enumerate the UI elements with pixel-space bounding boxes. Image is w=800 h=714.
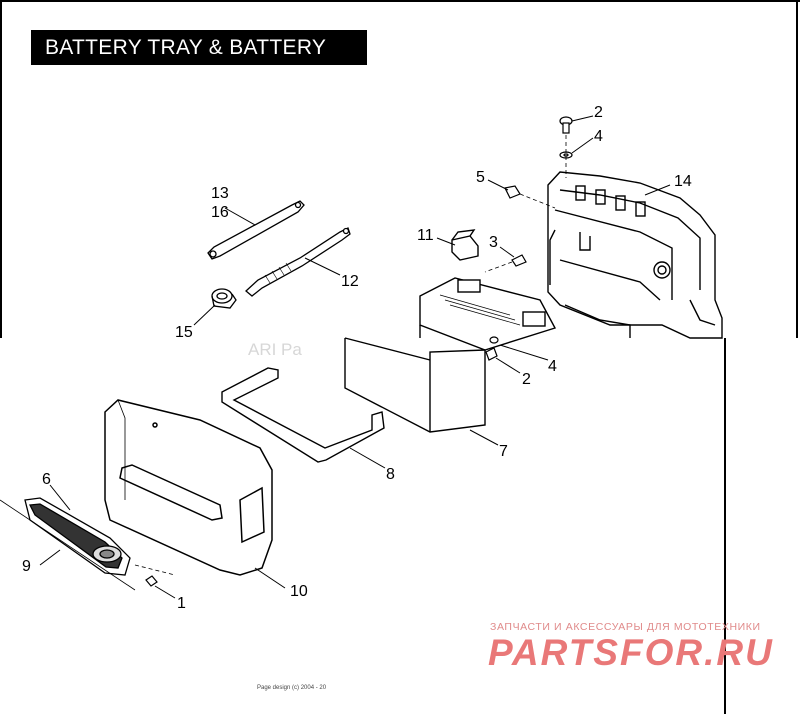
callout-16: 16	[211, 204, 229, 221]
cover-medallion[interactable]	[24, 497, 131, 576]
watermark-subtitle: ЗАПЧАСТИ И АКСЕССУАРЫ ДЛЯ МОТОТЕХНИКИ	[490, 621, 761, 633]
side-cover[interactable]	[104, 399, 273, 576]
battery-strap[interactable]	[221, 367, 385, 463]
callout-2-lower: 2	[522, 371, 531, 388]
terminal-bolt[interactable]	[511, 254, 527, 267]
callout-1: 1	[177, 595, 186, 612]
callout-14: 14	[674, 173, 692, 190]
fitting[interactable]	[504, 185, 521, 199]
callout-10: 10	[290, 583, 308, 600]
callout-13: 13	[211, 185, 229, 202]
callout-9: 9	[22, 558, 31, 575]
callout-7: 7	[499, 443, 508, 460]
screw-top[interactable]	[559, 116, 573, 134]
callout-3: 3	[489, 234, 498, 251]
medallion-leader-9	[0, 499, 136, 591]
medallion-centerline	[134, 564, 176, 576]
watermark-logo: PARTSFOR.RU	[488, 632, 774, 673]
callout-2-top: 2	[594, 104, 603, 121]
callout-6: 6	[42, 471, 51, 488]
callout-4-lower: 4	[548, 358, 557, 375]
battery[interactable]	[344, 277, 557, 433]
callout-11: 11	[417, 227, 434, 244]
terminal-boot[interactable]	[211, 288, 237, 309]
callout-15: 15	[175, 324, 193, 341]
ground-cable[interactable]	[207, 200, 305, 260]
callout-12: 12	[341, 273, 359, 290]
positive-cable[interactable]	[245, 227, 351, 297]
callout-4-top: 4	[594, 128, 603, 145]
callout-labels: 2 4 5 14 11 3 13 16 12 15 4 2 7 8 6 9 10…	[22, 104, 692, 612]
screw-lower[interactable]	[485, 336, 499, 361]
cover-screw[interactable]	[145, 575, 158, 587]
bolt-centerline	[484, 261, 513, 273]
terminal-cover[interactable]	[451, 229, 479, 261]
leader-lines	[39, 115, 671, 599]
callout-8: 8	[386, 466, 395, 483]
battery-tray[interactable]	[547, 171, 723, 339]
callout-5: 5	[476, 169, 485, 186]
copyright-text: Page design (c) 2004 - 20	[257, 685, 327, 691]
diagram-title: BATTERY TRAY & BATTERY	[31, 30, 367, 65]
ari-watermark: ARI Pa	[248, 340, 302, 359]
fitting-centerline	[519, 193, 556, 209]
